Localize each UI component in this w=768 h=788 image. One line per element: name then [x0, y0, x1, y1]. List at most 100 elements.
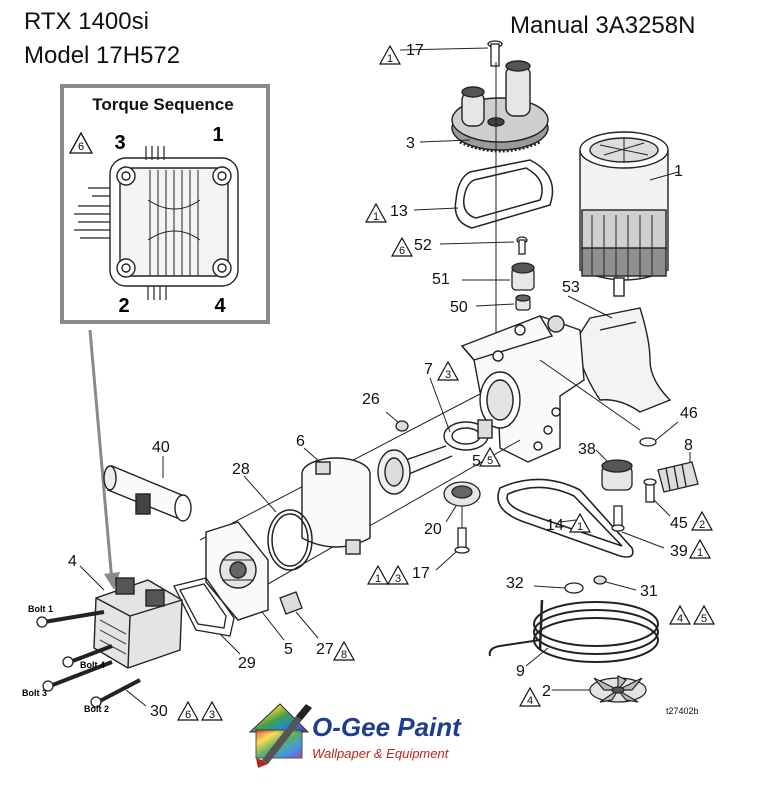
label-part-28: 28 [232, 461, 250, 478]
part-nut-26 [395, 420, 409, 432]
label-part-13: 13 [390, 203, 408, 220]
logo-tagline: Wallpaper & Equipment [312, 746, 450, 761]
part-fitting-8 [657, 461, 699, 493]
svg-text:1: 1 [387, 53, 393, 65]
part-oring-28 [267, 509, 313, 571]
torque-sequence-inset: Torque Sequence 6 3 1 2 4 [60, 84, 270, 324]
part-pump-housing-4 [93, 577, 183, 669]
inset-pointer-arrow [88, 329, 114, 583]
seq-label-2: 2 [118, 295, 129, 317]
part-screw-45 [643, 478, 657, 503]
part-washer-20 [443, 481, 481, 507]
label-part-31: 31 [640, 583, 658, 600]
warning-triangle-icon: 3 [436, 360, 460, 381]
part-bushing-51 [511, 262, 535, 291]
part-bracket-53 [575, 307, 672, 413]
warning-triangle-icon: 1 [364, 202, 388, 223]
label-part-52: 52 [414, 237, 432, 254]
part-fan-2 [589, 675, 647, 703]
svg-text:3: 3 [395, 573, 401, 585]
svg-text:1: 1 [697, 547, 703, 559]
part-screw-17-lower [454, 527, 470, 554]
svg-text:1: 1 [375, 573, 381, 585]
label-part-30: 30 [150, 703, 168, 720]
svg-text:4: 4 [677, 613, 683, 625]
warning-triangle-icon: 1 [366, 564, 390, 585]
part-bushing-38 [601, 459, 633, 491]
label-part-40: 40 [152, 439, 170, 456]
house-brush-logo-icon [248, 703, 312, 768]
warning-triangle-icon: 1 [378, 44, 402, 65]
label-part-8: 8 [684, 437, 693, 454]
motor-housing-top-view [74, 146, 239, 300]
seq-label-1: 1 [212, 124, 223, 146]
label-part-38: 38 [578, 441, 596, 458]
part-plug-27 [279, 591, 303, 615]
svg-text:5: 5 [701, 613, 707, 625]
part-inlet-40 [103, 465, 192, 522]
seq-label-3: 3 [114, 132, 125, 154]
svg-text:2: 2 [699, 519, 705, 531]
part-belt-14 [497, 478, 634, 558]
label-part-53: 53 [562, 279, 580, 296]
label-part-26: 26 [362, 391, 380, 408]
svg-text:3: 3 [209, 709, 215, 721]
warning-triangle-icon: 5 [478, 446, 502, 467]
svg-text:8: 8 [341, 649, 347, 661]
manual-number: Manual 3A3258N [510, 12, 696, 39]
label-part-32: 32 [506, 575, 524, 592]
part-valve-plate-5 [205, 521, 269, 621]
label-part-17-top: 17 [406, 42, 424, 59]
warning-triangle-icon: 4 [518, 686, 542, 707]
svg-text:6: 6 [78, 141, 84, 153]
bolt-3-label: Bolt 3 [22, 688, 47, 698]
model-line-2: Model 17H572 [24, 42, 181, 69]
part-motor-1 [579, 131, 669, 297]
svg-text:3: 3 [445, 369, 451, 381]
label-part-6: 6 [296, 433, 305, 450]
label-part-50: 50 [450, 299, 468, 316]
part-gasket-29 [173, 577, 235, 637]
warning-triangle-icon: 4 [668, 604, 692, 625]
label-part-39: 39 [670, 543, 688, 560]
svg-text:4: 4 [527, 695, 533, 707]
label-part-45: 45 [670, 515, 688, 532]
label-part-14: 14 [546, 517, 564, 534]
bolt-2-label: Bolt 2 [84, 704, 109, 714]
svg-text:5: 5 [487, 455, 493, 467]
warning-triangle-icon: 6 [390, 236, 414, 257]
label-part-7: 7 [424, 361, 433, 378]
part-washer-46 [639, 437, 657, 447]
warning-triangle-icon: 6 [176, 700, 200, 721]
part-frame-casting [460, 315, 585, 463]
label-part-51: 51 [432, 271, 450, 288]
label-part-1: 1 [674, 163, 683, 180]
part-washer-50 [515, 294, 531, 311]
inset-title: Torque Sequence [92, 95, 233, 114]
bolt-4-label: Bolt 4 [80, 660, 105, 670]
label-part-46: 46 [680, 405, 698, 422]
svg-text:6: 6 [399, 245, 405, 257]
part-sleeve-6 [301, 457, 371, 555]
part-screw-17 [487, 40, 503, 67]
warning-triangle-icon: 3 [386, 564, 410, 585]
label-part-17-lower: 17 [412, 565, 430, 582]
warning-triangle-icon: 8 [332, 640, 356, 661]
svg-text:1: 1 [577, 521, 583, 533]
warning-triangle-icon: 1 [688, 538, 712, 559]
pump-bolts [36, 610, 141, 708]
svg-text:6: 6 [185, 709, 191, 721]
warning-triangle-icon: 6 [68, 131, 94, 154]
part-washer-32 [564, 582, 584, 594]
label-part-4: 4 [68, 553, 77, 570]
part-belt-13 [454, 159, 554, 229]
seq-label-4: 4 [214, 295, 226, 317]
model-line-1: RTX 1400si [24, 8, 149, 35]
svg-text:1: 1 [373, 211, 379, 223]
warning-triangle-icon: 3 [200, 700, 224, 721]
part-coil-9 [488, 599, 659, 663]
label-part-5a: 5 [472, 453, 481, 470]
label-part-27: 27 [316, 641, 334, 658]
